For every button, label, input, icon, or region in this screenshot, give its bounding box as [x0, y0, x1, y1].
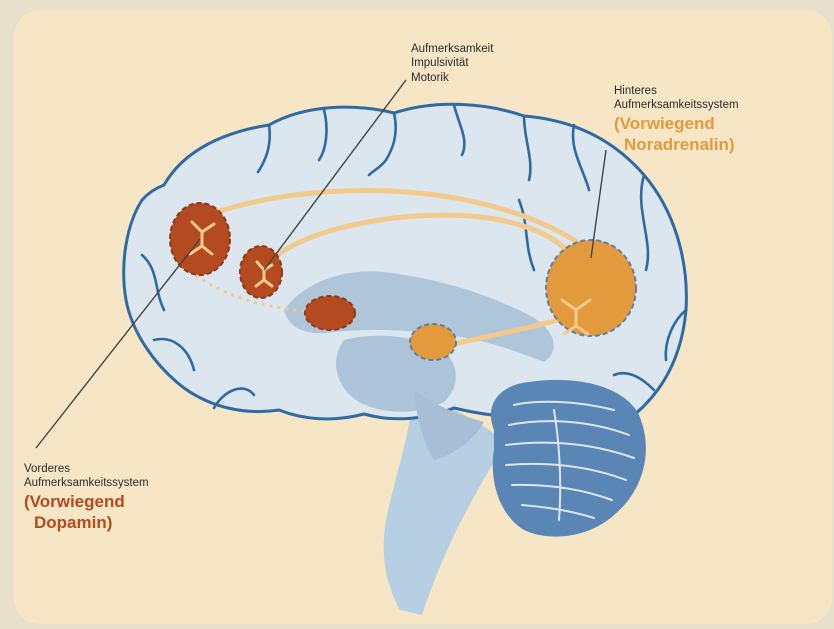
- label-posterior-title: Hinteres: [614, 84, 739, 98]
- label-anterior-title: Vorderes: [24, 462, 149, 476]
- diagram-panel: Aufmerksamkeit Impulsivität Motorik Hint…: [14, 10, 832, 624]
- basal-ganglia-region: [305, 296, 355, 330]
- label-anterior-transmitter-1: (Vorwiegend: [24, 491, 149, 512]
- label-posterior-transmitter-1: (Vorwiegend: [614, 113, 739, 134]
- label-motor: Motorik: [411, 71, 493, 85]
- label-impulsivity: Impulsivität: [411, 56, 493, 70]
- label-posterior-system: Hinteres Aufmerksamkeitssystem (Vorwiege…: [614, 84, 739, 155]
- label-anterior-transmitter-2: Dopamin): [24, 512, 149, 533]
- label-anterior-system: Vorderes Aufmerksamkeitssystem (Vorwiege…: [24, 462, 149, 533]
- label-posterior-transmitter-2: Noradrenalin): [614, 134, 739, 155]
- label-attention: Aufmerksamkeit: [411, 42, 493, 56]
- label-functions: Aufmerksamkeit Impulsivität Motorik: [411, 42, 493, 85]
- locus-coeruleus-region: [410, 324, 456, 360]
- label-posterior-subtitle: Aufmerksamkeitssystem: [614, 98, 739, 112]
- label-anterior-subtitle: Aufmerksamkeitssystem: [24, 476, 149, 490]
